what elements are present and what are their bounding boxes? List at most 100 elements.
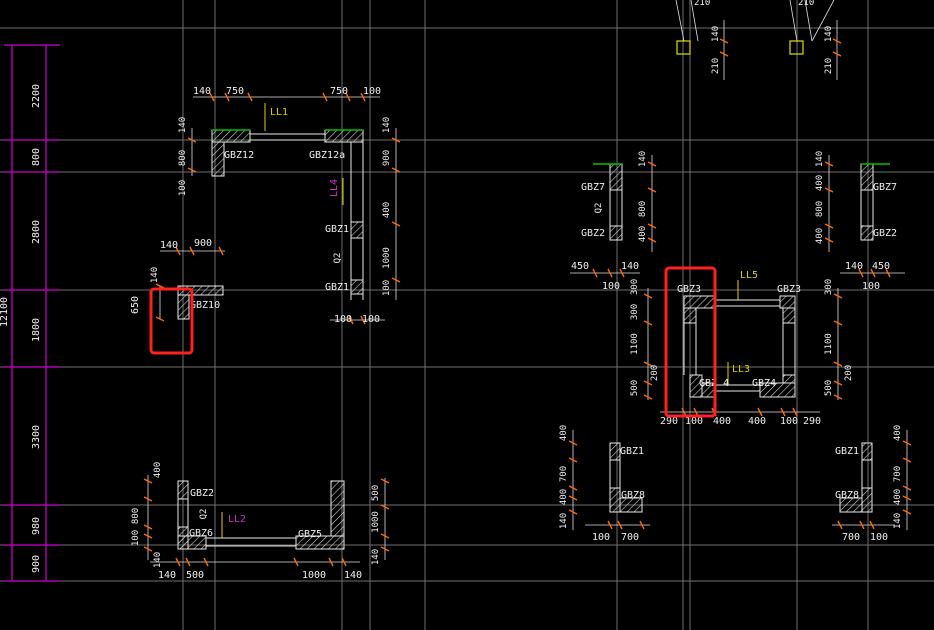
dim-h-100: 100 [870,532,888,543]
dim-e-450: 450 [872,261,890,272]
highlight-box-gbz3-gbz4 [664,266,717,418]
dim-f-400-left: 400 [713,416,731,427]
dim-g-400: 400 [559,425,569,441]
dim-c-140: 140 [158,570,176,581]
dim-a-1000-right: 1000 [382,247,392,269]
column-label-gbz1-g: GBZ1 [620,446,644,457]
column-label-gbz8-g: GBZ8 [621,490,645,501]
dim-top-140-left: 140 [711,26,721,42]
dim-a-800-v: 800 [178,150,188,166]
dim-top-210-left-edge: 210 [694,0,710,8]
dim-b-140: 140 [160,240,178,251]
dim-f-400-right: 400 [748,416,766,427]
dim-c-140-v: 140 [153,552,163,568]
dim-e-400-b: 400 [815,228,825,244]
dim-c-1000: 1000 [302,570,326,581]
dim-h-700-b: 700 [842,532,860,543]
dim-a-900-right: 900 [382,150,392,166]
highlight-box-gbz10 [149,287,194,355]
dim-a-140-v: 140 [178,117,188,133]
dim-c-800: 800 [131,508,141,524]
column-label-gbz3-left: GBZ3 [677,284,701,295]
wall-group-e [824,155,905,278]
column-label-gbz4-right: GBZ4 [752,378,776,389]
dim-g-140: 140 [559,513,569,529]
dim-a-100-right: 100 [382,280,392,296]
dim-a-100-v: 100 [178,180,188,196]
column-label-gbz6: GBZ6 [189,528,213,539]
dim-c-140-right: 140 [371,549,381,565]
dim-d-140: 140 [638,151,648,167]
dim-h-400-b: 400 [893,489,903,505]
column-label-gbz2-d: GBZ2 [581,228,605,239]
axis-dim-900: 900 [31,555,42,573]
dim-h-700: 700 [893,466,903,482]
beam-label-ll4: LL4 [329,179,340,197]
wall-group-h [832,430,912,530]
dim-e-100: 100 [862,281,880,292]
wall-group-d [570,155,657,278]
column-label-gbz5: GBZ5 [298,529,322,540]
column-label-gbz1-h: GBZ1 [835,446,859,457]
dim-d-140-b: 140 [621,261,639,272]
dim-c-1000-right: 1000 [371,511,381,533]
dim-d-100: 100 [602,281,620,292]
axis-dim-2200: 2200 [31,84,42,108]
wall-group-g [568,430,650,530]
column-label-gbz8-h: GBZ8 [835,490,859,501]
column-label-gbz12a: GBZ12a [309,150,345,161]
dim-b-140-v: 140 [150,267,160,283]
axis-dim-980: 980 [31,517,42,535]
dim-f-300-right: 300 [824,279,834,295]
dim-a-100: 100 [363,86,381,97]
dim-f-290-right: 290 [803,416,821,427]
dim-e-800: 800 [815,201,825,217]
dim-a-750-left: 750 [226,86,244,97]
dim-f-500-right: 500 [824,380,834,396]
dim-f-300-top: 300 [630,279,640,295]
dim-f-1100-right: 1100 [824,333,834,355]
dim-a-100-bottom-left: 100 [334,314,352,325]
dim-g-400-b: 400 [559,489,569,505]
axis-dimension-chain [4,44,60,582]
dim-e-140-b: 140 [845,261,863,272]
dim-c-140-bottom: 140 [344,570,362,581]
dim-a-400-right: 400 [382,202,392,218]
dim-h-400: 400 [893,425,903,441]
dim-d-450: 450 [571,261,589,272]
wall-group-a [187,92,401,325]
dim-f-500-left: 500 [630,380,640,396]
axis-dim-total: 12100 [0,297,10,327]
dim-b-650: 650 [130,296,141,314]
column-label-gbz7-left: GBZ7 [581,182,605,193]
beam-label-ll1: LL1 [270,107,288,118]
dim-g-100: 100 [592,532,610,543]
dim-g-700-b: 700 [621,532,639,543]
dim-a-140: 140 [193,86,211,97]
wall-group-f [643,280,843,417]
dim-c-100: 100 [131,530,141,546]
dim-top-210-right: 210 [824,58,834,74]
dim-top-140-right: 140 [824,26,834,42]
wall-label-q2-right: Q2 [333,253,343,264]
dim-f-1100-left: 1100 [630,333,640,355]
dim-top-210-right-edge: 210 [798,0,814,8]
wall-group-c [143,475,390,567]
dim-c-500-right: 500 [371,485,381,501]
dim-h-140: 140 [893,513,903,529]
dim-a-100-bottom-right: 100 [362,314,380,325]
column-label-gbz3-right: GBZ3 [777,284,801,295]
column-label-gbz1-lower: GBZ1 [325,282,349,293]
column-label-gbz12: GBZ12 [224,150,254,161]
dim-f-290-left: 290 [660,416,678,427]
beam-label-ll5: LL5 [740,270,758,281]
column-label-gbz2-e: GBZ2 [873,228,897,239]
dim-f-100-right: 100 [780,416,798,427]
dim-a-140-right: 140 [382,117,392,133]
column-label-gbz10: GBZ10 [190,300,220,311]
dim-f-100-left: 100 [685,416,703,427]
wall-group-b [155,246,225,322]
dim-e-400: 400 [815,175,825,191]
wall-label-q2-bottom: Q2 [199,509,209,520]
